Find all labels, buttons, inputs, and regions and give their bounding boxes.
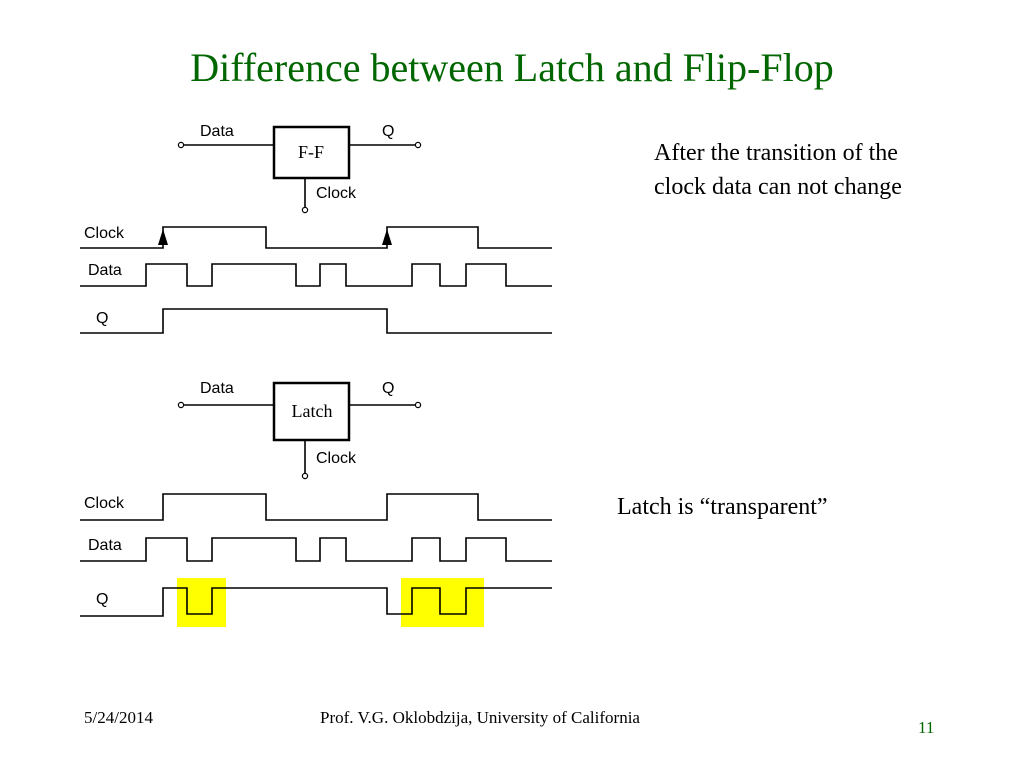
latch-q-waveform — [80, 587, 552, 617]
rising-edge-arrow — [382, 229, 392, 245]
latch-box-label: Latch — [292, 401, 333, 421]
ff-clock-pin-label: Clock — [316, 185, 357, 202]
ff-box-label: F-F — [298, 142, 324, 162]
ff-q-waveform — [80, 308, 552, 334]
ff-data-wave-label: Data — [88, 262, 122, 279]
latch-waveforms: Clock Data Q — [80, 493, 552, 627]
latch-clock-terminal — [301, 472, 309, 480]
latch-clock-wave-label: Clock — [84, 495, 125, 512]
rising-edge-arrow — [158, 229, 168, 245]
footer-author: Prof. V.G. Oklobdzija, University of Cal… — [320, 708, 640, 727]
latch-box — [272, 381, 351, 442]
latch-q-pin-label: Q — [382, 380, 394, 397]
page-number: 11 — [918, 718, 935, 737]
highlight-region — [401, 578, 484, 627]
slide-title: Difference between Latch and Flip-Flop — [190, 45, 834, 90]
latch-data-waveform — [80, 537, 552, 562]
ff-q-pin-label: Q — [382, 123, 394, 140]
highlight-region — [177, 578, 226, 627]
flipflop-explanation: After the transition of the clock data c… — [654, 140, 902, 200]
ff-q-terminal — [414, 141, 422, 149]
ff-data-waveform — [80, 263, 552, 287]
latch-data-terminal — [177, 401, 185, 409]
flipflop-waveforms: Clock Data Q — [80, 225, 552, 334]
latch-q-terminal — [414, 401, 422, 409]
latch-data-pin-label: Data — [200, 380, 234, 397]
latch-clock-waveform — [80, 493, 552, 521]
ff-clock-terminal — [301, 206, 309, 214]
latch-q-wave-label: Q — [96, 591, 108, 608]
ff-data-pin-label: Data — [200, 123, 234, 140]
latch-block: Latch Data Q Clock — [177, 380, 422, 480]
latch-clock-pin-label: Clock — [316, 450, 357, 467]
ff-clock-wave-label: Clock — [84, 225, 125, 242]
ff-box — [272, 125, 351, 180]
flipflop-block: F-F Data Q Clock — [177, 123, 422, 214]
footer-date: 5/24/2014 — [84, 708, 153, 727]
ff-data-terminal — [177, 141, 185, 149]
ff-clock-waveform — [80, 226, 552, 249]
latch-explanation: Latch is “transparent” — [617, 494, 828, 520]
latch-data-wave-label: Data — [88, 537, 122, 554]
ff-q-wave-label: Q — [96, 310, 108, 327]
